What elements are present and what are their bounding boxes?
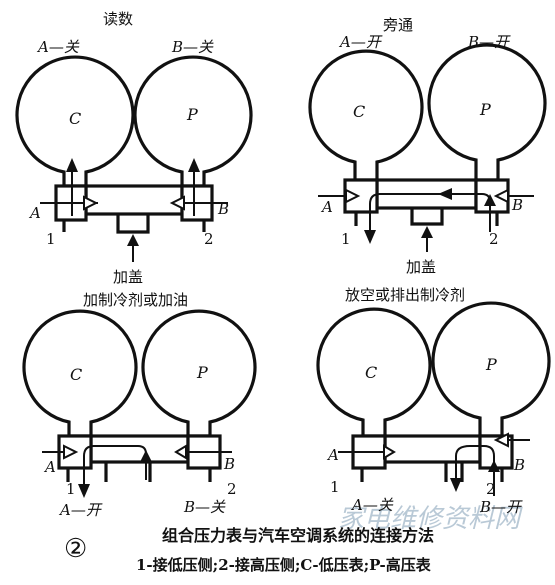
port-a-label: A — [43, 458, 56, 476]
port-2-label: 2 — [489, 230, 499, 248]
valve-a-label: A—开 — [58, 501, 103, 519]
port-a-label: A — [320, 198, 333, 216]
center-port — [444, 462, 464, 482]
charge-flow-head-in — [140, 450, 152, 462]
center-port — [410, 208, 444, 226]
bypass-flow-head-mid — [438, 188, 452, 200]
cap-arrow-head — [421, 226, 433, 238]
center-port — [116, 214, 150, 234]
port-2-label: 2 — [204, 230, 214, 248]
valve-b-label: B—关 — [183, 498, 226, 516]
valve-a-label: A—开 — [338, 33, 383, 51]
figure-number: ② — [64, 534, 87, 564]
caption-title: 组合压力表与汽车空调系统的连接方法 — [162, 526, 434, 545]
port-1-label: 1 — [341, 230, 351, 248]
valve-a-label: A—关 — [350, 496, 394, 514]
port-1-label: 1 — [66, 480, 76, 498]
flow-arrow-right-head — [188, 158, 200, 172]
cap-label: 加盖 — [113, 268, 143, 286]
bypass-flow-head-in — [484, 194, 496, 206]
port-b-label: B — [513, 456, 525, 474]
gauge-right-label: P — [186, 105, 198, 124]
port-1-label: 1 — [330, 478, 340, 496]
panel-title: 读数 — [103, 10, 133, 28]
valve-b-tip — [174, 444, 187, 460]
panel-title: 旁通 — [383, 16, 413, 34]
valve-a-label: A—关 — [36, 38, 80, 56]
discharge-flow-head-out — [450, 478, 462, 492]
high-pressure-gauge — [427, 43, 547, 182]
discharge-flow-head-in — [488, 460, 500, 472]
port-b-label: B — [223, 455, 235, 473]
valve-b-label: B—开 — [479, 498, 523, 516]
port-b-label: B — [511, 196, 523, 214]
panel-title: 放空或排出制冷剂 — [345, 286, 465, 304]
bypass-flow-line — [369, 193, 491, 232]
high-pressure-gauge — [141, 309, 257, 438]
panel-bypass: 旁通 A—开 B—开 C P A B 1 2 加盖 — [308, 16, 547, 276]
port-2-label: 2 — [227, 480, 237, 498]
manifold-body — [383, 434, 482, 464]
flow-arrow-left-head — [66, 158, 78, 172]
charge-flow-line — [83, 445, 147, 486]
valve-b-tip — [493, 432, 509, 448]
low-pressure-gauge — [316, 307, 432, 438]
port-2-label: 2 — [486, 480, 496, 498]
cap-arrow-head — [127, 234, 139, 246]
valve-a-tip — [383, 444, 396, 460]
gauge-left-label: C — [69, 109, 81, 128]
watermark: 家电维修资料网 — [338, 504, 523, 534]
valve-a-tip — [63, 444, 79, 460]
gauge-right-label: P — [485, 355, 497, 374]
low-pressure-gauge — [308, 49, 424, 182]
valve-b-tip — [493, 188, 509, 204]
panel-title: 加制冷剂或加油 — [83, 291, 188, 309]
manifold-body — [84, 184, 184, 216]
cap-label: 加盖 — [406, 258, 436, 276]
port-a-label: A — [326, 446, 339, 464]
low-pressure-gauge — [15, 55, 135, 188]
valve-b-label: B—关 — [171, 38, 214, 56]
gauge-left-label: C — [70, 365, 82, 384]
port-a-label: A — [28, 204, 41, 222]
gauge-left-label: C — [365, 363, 377, 382]
high-pressure-gauge — [133, 55, 253, 188]
panel-reading: 读数 A—关 B—关 C P A B 1 2 加盖 — [15, 10, 253, 286]
center-port — [104, 462, 152, 482]
gauge-right-label: P — [479, 100, 491, 119]
charge-flow-head-out — [78, 484, 90, 498]
gauge-right-label: P — [196, 363, 208, 382]
high-pressure-gauge — [431, 301, 551, 438]
valve-b-tip — [169, 195, 185, 211]
panel-discharge: 放空或排出制冷剂 C P A B 1 2 A—关 B—开 — [316, 286, 551, 516]
port-b-label: B — [217, 200, 229, 218]
discharge-flow-line — [455, 445, 495, 496]
valve-a-tip — [345, 188, 361, 204]
low-pressure-gauge — [22, 309, 138, 438]
panel-charge: 加制冷剂或加油 C P A B 1 2 A—开 B—关 — [22, 291, 257, 519]
bypass-flow-head-out — [364, 230, 376, 244]
gauge-left-label: C — [353, 102, 365, 121]
manifold-body — [89, 434, 190, 464]
caption-legend: 1-接低压侧;2-接高压侧;C-低压表;P-高压表 — [136, 556, 432, 574]
valve-a-tip — [83, 195, 99, 211]
port-1-label: 1 — [46, 230, 56, 248]
